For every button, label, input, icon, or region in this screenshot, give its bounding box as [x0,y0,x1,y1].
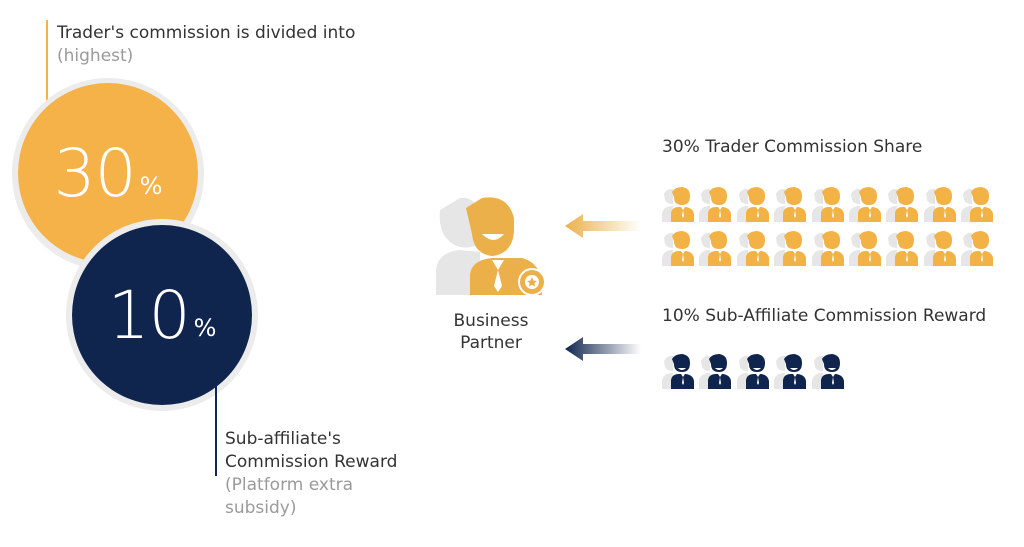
sub-note-line2: subsidy) [225,498,297,518]
person-icon [773,186,810,226]
person-icon [885,186,922,226]
sub-people-grid [661,353,848,393]
partner-label-line1: Business [453,311,529,331]
business-partner-icon [436,197,546,296]
trader-connector-line [46,20,48,104]
sub-percent-unit: % [193,314,217,342]
trader-title: Trader's commission is divided into [57,23,356,43]
person-icon [960,186,997,226]
person-icon [736,353,773,393]
trader-note: (highest) [57,46,134,66]
navy-arrow-left-icon [565,337,641,361]
person-icon [960,230,997,270]
orange-arrow-left-icon [565,214,641,238]
trader-share-heading: 30% Trader Commission Share [662,137,923,157]
sub-percent-value: 10 [107,276,191,354]
person-icon [698,230,735,270]
sub-note-line1: (Platform extra [225,475,354,495]
person-icon [811,186,848,226]
person-icon [811,230,848,270]
sub-connector-line [215,380,217,476]
sub-percent-circle: 10% [72,225,252,405]
person-icon [698,353,735,393]
sub-title-line1: Sub-affiliate's [225,429,341,449]
partner-label: Business Partner [441,310,541,354]
person-icon [885,230,922,270]
person-icon [661,353,698,393]
person-icon [923,230,960,270]
person-icon [923,186,960,226]
person-icon [773,353,810,393]
sub-reward-heading: 10% Sub-Affiliate Commission Reward [662,306,987,326]
person-icon [661,230,698,270]
person-icon [773,230,810,270]
person-icon [811,353,848,393]
person-icon [848,230,885,270]
trader-percent-value: 30 [53,134,137,212]
partner-label-line2: Partner [460,333,522,353]
trader-percent-unit: % [139,172,163,200]
sub-title-line2: Commission Reward [225,452,398,472]
person-icon [736,230,773,270]
person-icon [736,186,773,226]
person-icon [661,186,698,226]
person-icon [698,186,735,226]
trader-people-grid [661,186,998,270]
person-icon [848,186,885,226]
